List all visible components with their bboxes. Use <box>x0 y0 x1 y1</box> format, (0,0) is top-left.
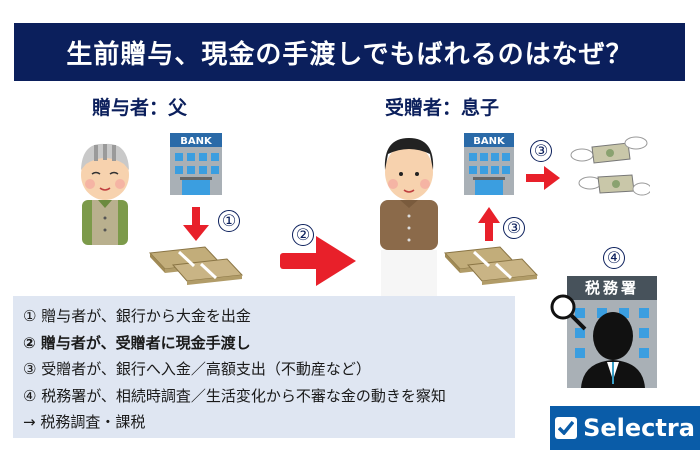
father-illustration <box>70 130 140 245</box>
checkmark-icon <box>555 417 578 439</box>
brand-name: Selectra <box>583 414 695 442</box>
step-1-text: ① 贈与者が、銀行から大金を出金 <box>23 307 251 325</box>
spend-arrow-icon <box>526 166 560 194</box>
withdraw-arrow-icon <box>183 207 209 245</box>
svg-text:BANK: BANK <box>473 136 506 147</box>
receiver-label: 受贈者：息子 <box>385 97 500 119</box>
giver-cash-icon <box>145 245 245 289</box>
son-illustration <box>378 130 440 300</box>
page-title: 生前贈与、現金の手渡しでもばれるのはなぜ？ <box>14 23 685 81</box>
receiver-bank-icon: BANK <box>464 133 514 199</box>
step-2-marker: ② <box>292 224 314 246</box>
result-text: → 税務調査・課税 <box>23 413 146 431</box>
svg-text:BANK: BANK <box>180 136 213 147</box>
selectra-logo: Selectra <box>550 406 700 450</box>
tax-office-sign: 税務署 <box>567 276 657 300</box>
step-3-deposit-marker: ③ <box>503 217 525 239</box>
giver-bank-icon: BANK <box>170 133 222 199</box>
step-4-text: ④ 税務署が、相続時調査／生活変化から不審な金の動きを察知 <box>23 386 446 405</box>
giver-label: 贈与者：父 <box>92 97 188 119</box>
deposit-arrow-icon <box>478 207 500 245</box>
step-3-spend-marker: ③ <box>530 140 552 162</box>
step-2-text: ② 贈与者が、受贈者に現金手渡し <box>23 333 251 352</box>
magnifier-icon <box>549 293 589 337</box>
steps-explanation-box: ① 贈与者が、銀行から大金を出金 ② 贈与者が、受贈者に現金手渡し ③ 受贈者が… <box>13 296 515 438</box>
step-3-text: ③ 受贈者が、銀行へ入金／高額支出（不動産など） <box>23 360 371 378</box>
tax-office-illustration: 税務署 <box>567 276 657 388</box>
handover-arrow-icon <box>280 236 356 290</box>
step-4-marker: ④ <box>603 247 625 269</box>
receiver-cash-icon <box>440 245 540 289</box>
step-1-marker: ① <box>218 210 240 232</box>
flying-money-icon <box>570 133 652 207</box>
